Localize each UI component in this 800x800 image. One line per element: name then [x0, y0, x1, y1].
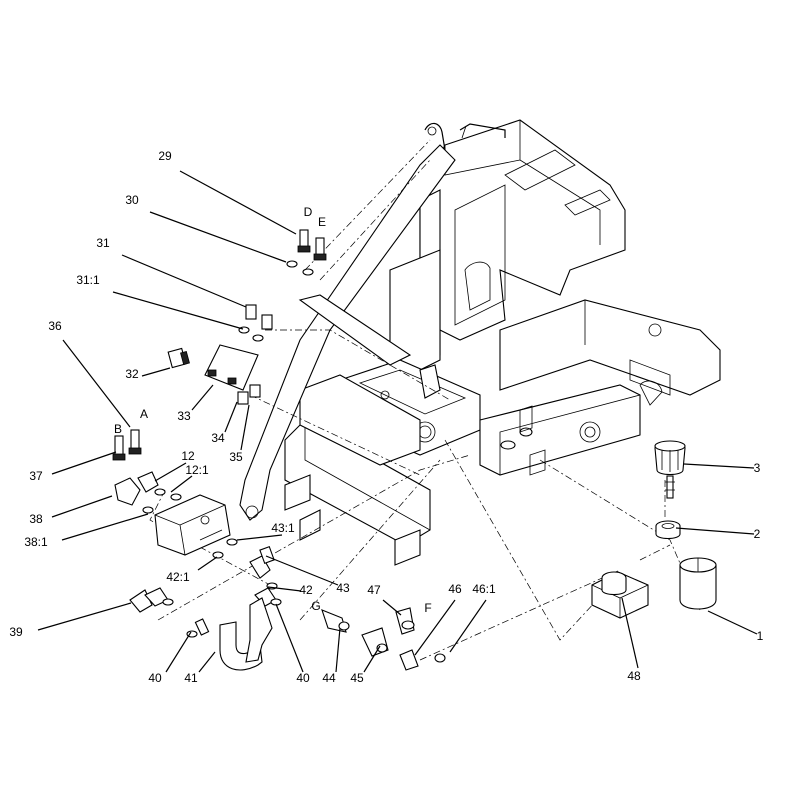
leader-line-c12 — [154, 462, 187, 482]
callout-cA: A — [140, 407, 148, 421]
leader-line-c44 — [335, 627, 341, 673]
callout-cD: D — [304, 205, 313, 219]
leader-line-c29 — [179, 170, 297, 235]
assembly-lines — [149, 139, 701, 661]
leader-line-c3 — [683, 463, 755, 469]
leader-line-c12_1 — [170, 475, 193, 493]
callout-c29: 29 — [158, 149, 172, 163]
pump-assembly — [112, 429, 238, 559]
callout-cG: G — [311, 599, 320, 613]
callout-c2: 2 — [754, 527, 761, 541]
leader-line-c2 — [675, 527, 755, 535]
leader-line-c47 — [382, 599, 402, 616]
leader-line-c46 — [414, 599, 456, 656]
callout-c45: 45 — [350, 671, 364, 685]
callout-c37: 37 — [29, 469, 43, 483]
callout-c33: 33 — [177, 409, 191, 423]
callout-c34: 34 — [211, 431, 225, 445]
leader-line-c41 — [198, 651, 216, 673]
callout-cB: B — [114, 422, 122, 436]
leader-line-c43_1 — [236, 534, 283, 541]
callout-c39: 39 — [9, 625, 23, 639]
callout-labels: 2930DE3131:13632333435AB371212:13838:143… — [9, 149, 763, 685]
callout-c41: 41 — [184, 671, 198, 685]
callout-c42_1: 42:1 — [166, 570, 190, 584]
callout-c46_1: 46:1 — [472, 582, 496, 596]
leader-line-c33 — [191, 384, 214, 411]
callout-c40a: 40 — [148, 671, 162, 685]
callout-c48: 48 — [627, 669, 641, 683]
callout-cF: F — [424, 601, 431, 615]
callout-c40b: 40 — [296, 671, 310, 685]
leader-line-c37 — [51, 451, 117, 475]
leader-line-c30 — [149, 211, 287, 263]
callout-c31: 31 — [96, 236, 110, 250]
callout-c47: 47 — [367, 583, 381, 597]
callout-c42: 42 — [299, 583, 313, 597]
callout-c35: 35 — [229, 450, 243, 464]
leader-line-c42_1 — [197, 556, 218, 571]
leader-line-c38 — [51, 495, 113, 518]
callout-c3: 3 — [754, 461, 761, 475]
leader-line-c31 — [121, 254, 247, 308]
leader-line-c1 — [707, 610, 758, 635]
leader-line-c36 — [62, 339, 131, 428]
leader-line-c32 — [141, 367, 171, 377]
callout-cE: E — [318, 215, 326, 229]
callout-c31_1: 31:1 — [76, 273, 100, 287]
leader-line-c38_1 — [61, 513, 149, 541]
callout-c1: 1 — [757, 629, 764, 643]
callout-c12: 12 — [181, 449, 195, 463]
main-frame — [239, 119, 721, 566]
hose-assembly — [129, 546, 282, 671]
callout-c43: 43 — [336, 581, 350, 595]
leader-line-c48 — [621, 597, 639, 669]
leader-line-c35 — [240, 404, 250, 451]
leader-line-c40a — [165, 631, 192, 673]
leader-line-c45 — [363, 645, 381, 673]
callout-c38_1: 38:1 — [24, 535, 48, 549]
front-fittings — [321, 607, 446, 671]
callout-c12_1: 12:1 — [185, 463, 209, 477]
leader-line-c34 — [224, 401, 238, 433]
fittings-upper — [167, 229, 327, 405]
leader-line-c40b — [275, 603, 304, 673]
callout-c43_1: 43:1 — [271, 521, 295, 535]
callout-c46: 46 — [448, 582, 462, 596]
leader-line-c46_1 — [449, 599, 487, 653]
leader-line-c43 — [265, 555, 339, 586]
callout-c30: 30 — [125, 193, 139, 207]
leader-line-c31_1 — [112, 291, 244, 330]
callout-c32: 32 — [125, 367, 139, 381]
callout-c36: 36 — [48, 319, 62, 333]
callout-c38: 38 — [29, 512, 43, 526]
filter-parts — [591, 440, 717, 619]
leader-line-c42 — [267, 586, 302, 592]
leader-line-c39 — [37, 602, 132, 631]
callout-c44: 44 — [322, 671, 336, 685]
